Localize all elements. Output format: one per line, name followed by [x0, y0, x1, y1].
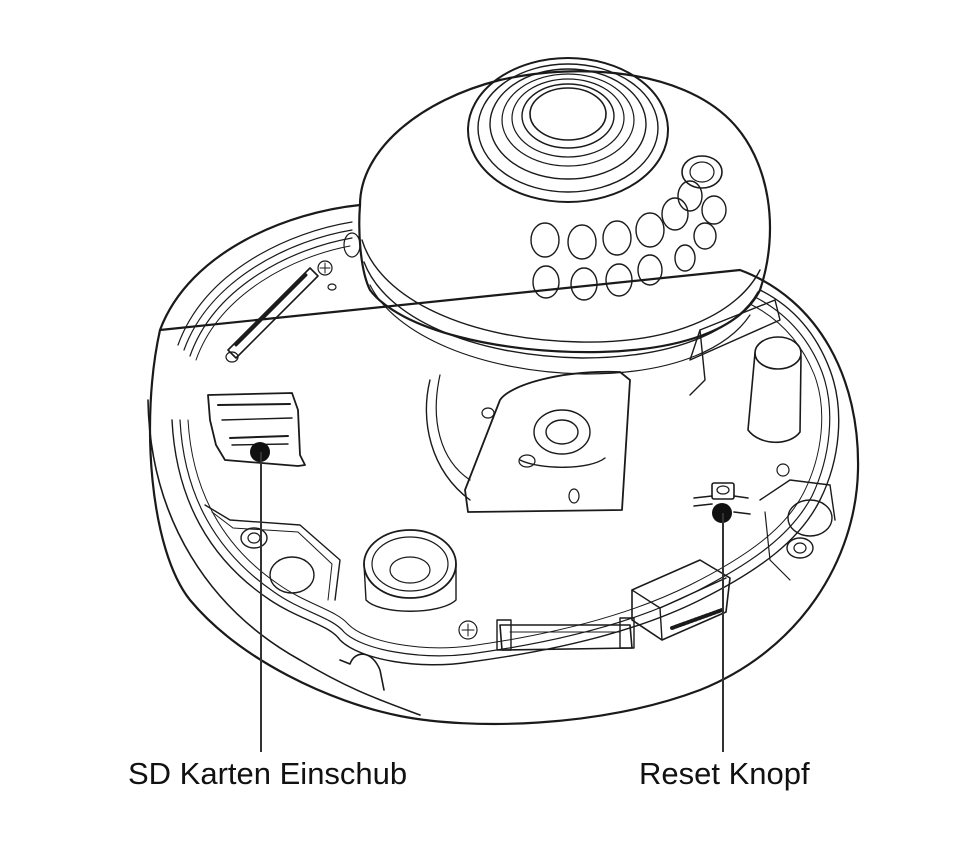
- ir-led-array: [530, 180, 727, 301]
- ribbon-connector: [225, 232, 361, 363]
- capacitor: [689, 299, 802, 443]
- reset-button-component: [693, 463, 790, 515]
- dome-head: [358, 57, 772, 375]
- reset-button-label: Reset Knopf: [639, 756, 810, 791]
- bottom-connector: [496, 617, 635, 651]
- callout-reset: [712, 503, 732, 752]
- callout-sd: [250, 442, 270, 752]
- cable-grommet: [363, 529, 478, 640]
- mounting-holes: [240, 499, 833, 594]
- base-plate: [147, 203, 860, 726]
- gimbal-bracket: [425, 370, 631, 513]
- rj45-block: [631, 559, 731, 641]
- sd-card-slot-label: SD Karten Einschub: [128, 756, 408, 791]
